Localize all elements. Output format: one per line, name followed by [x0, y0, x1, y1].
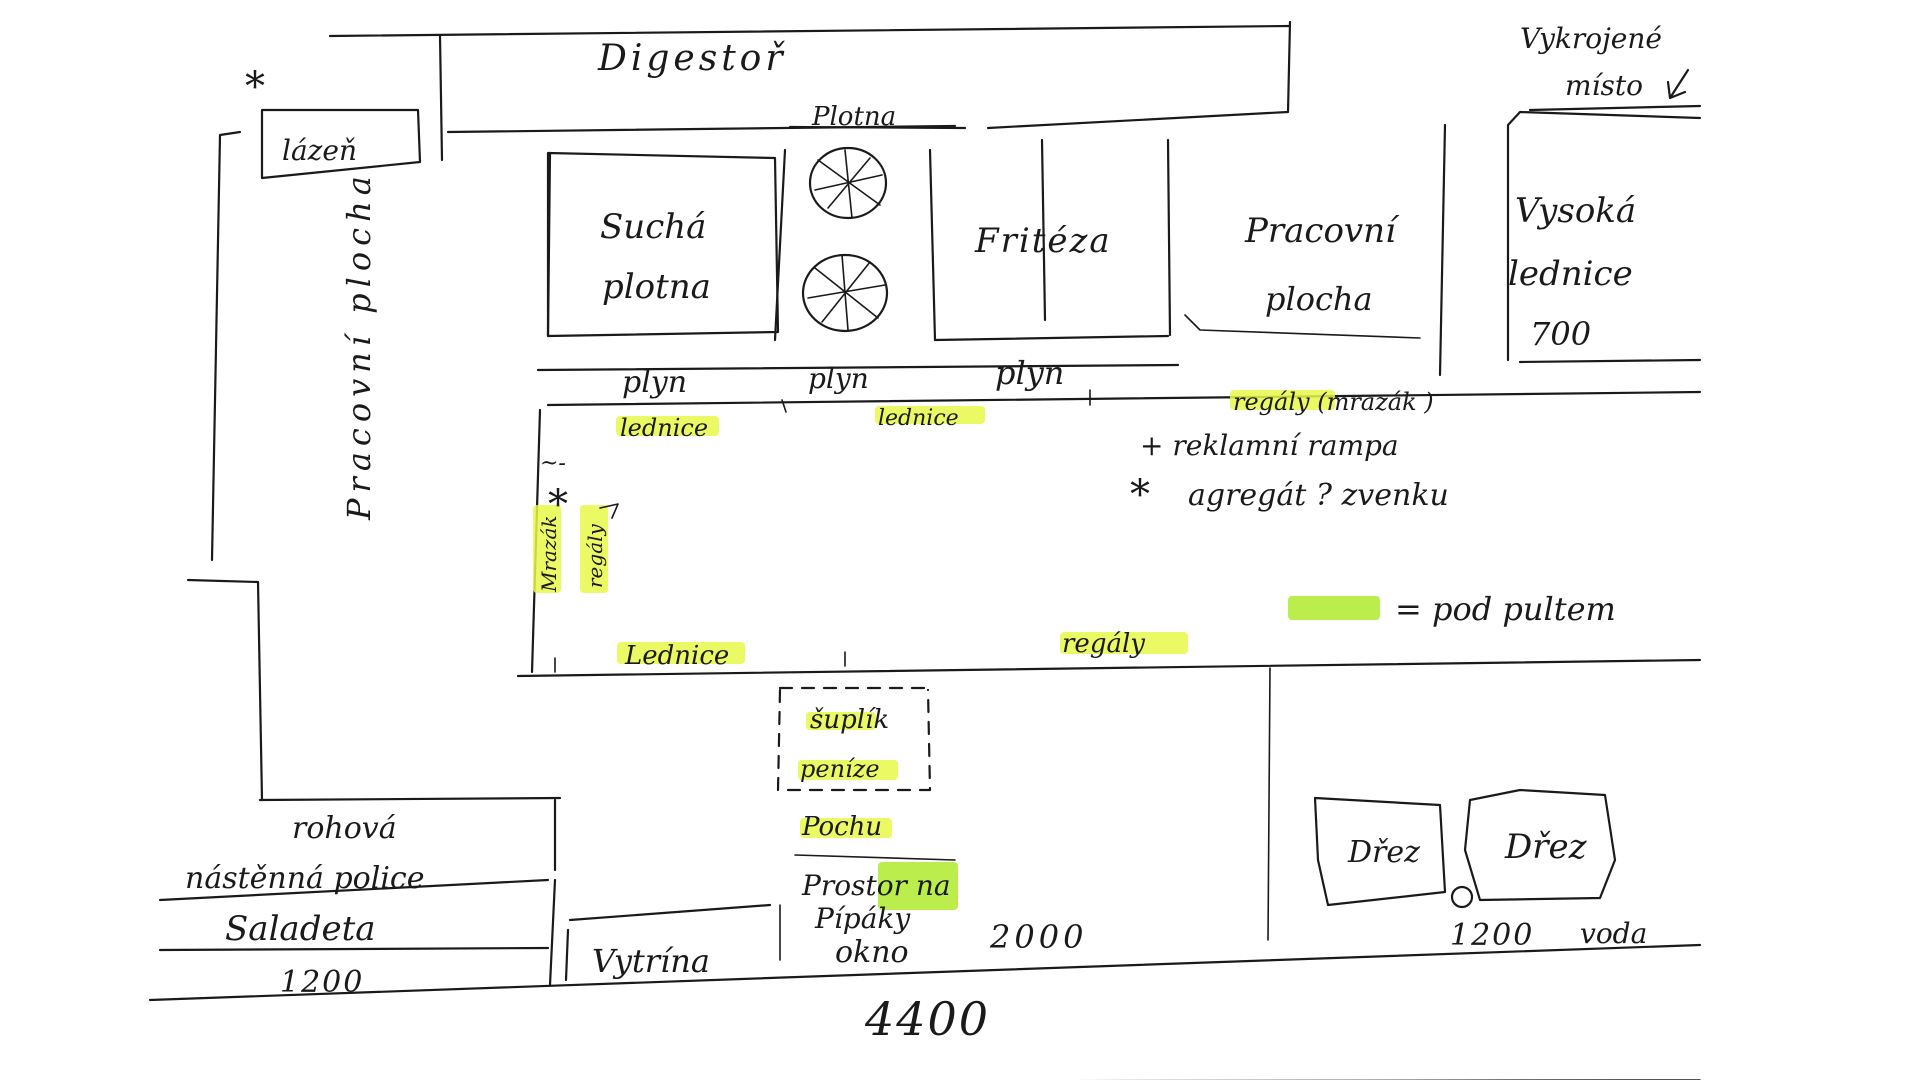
- label-rohova: rohová: [292, 811, 397, 846]
- label-1200-left: 1200: [280, 965, 364, 1000]
- sink-outline: [1313, 796, 1447, 907]
- label-lednice-vysoka: lednice: [1508, 254, 1633, 294]
- cash-drawer-box: [776, 686, 932, 792]
- asterisk-mark: *: [245, 64, 265, 110]
- label-mrazak-side: Mrazák: [537, 515, 561, 593]
- label-4400: 4400: [864, 992, 990, 1046]
- label-700: 700: [1530, 315, 1591, 353]
- label-vysoka: Vysoká: [1515, 191, 1636, 231]
- label-okno: okno: [835, 935, 909, 970]
- asterisk-mark: *: [548, 482, 568, 528]
- label-pracovni-plocha-left: Pracovní plocha: [340, 170, 378, 521]
- label-pipaky: Pípáky: [814, 902, 911, 935]
- label-nastenna-police: nástěnná police: [185, 861, 425, 896]
- burner-icon: [801, 253, 889, 333]
- legend-pod-pultem: = pod pultem: [1395, 590, 1616, 628]
- label-vytrina: Vytrína: [592, 942, 710, 980]
- highlight-marks: [533, 390, 1380, 910]
- label-tilde: ~-: [540, 451, 566, 476]
- label-voda: voda: [1580, 917, 1647, 950]
- label-vykrojene: Vykrojené: [1520, 22, 1662, 55]
- label-regaly-bottom: regály: [1062, 629, 1145, 659]
- label-pracovni: Pracovní: [1244, 211, 1400, 251]
- label-plocha: plocha: [1265, 280, 1373, 318]
- label-regaly-mrazak: regály (mrazák ): [1233, 388, 1434, 416]
- burner-icon: [808, 146, 888, 220]
- lazen-box: [260, 108, 422, 180]
- label-sucha: Suchá: [600, 207, 706, 247]
- label-plotna-2: plotna: [602, 267, 711, 307]
- label-plyn-1: plyn: [622, 365, 687, 400]
- label-pochu: Pochu: [801, 812, 882, 842]
- label-digestor: Digestoř: [597, 38, 787, 79]
- wall-lines: [186, 20, 1702, 802]
- label-1200-right: 1200: [1450, 918, 1534, 953]
- label-misto: místo: [1565, 69, 1643, 102]
- asterisk-mark: *: [1130, 472, 1150, 518]
- label-lednice-bottom: Lednice: [624, 641, 729, 671]
- label-reklamni-rampa: + reklamní rampa: [1140, 429, 1399, 462]
- label-2000: 2000: [989, 918, 1087, 956]
- label-penize: peníze: [800, 755, 880, 783]
- arrow-down-left-icon: [1666, 68, 1690, 100]
- label-plotna: Plotna: [811, 102, 896, 132]
- label-plyn-2: plyn: [808, 362, 869, 395]
- bottom-left-units: [148, 798, 1702, 1080]
- label-regaly-side: regály: [583, 523, 607, 588]
- top-counter-outline: [536, 125, 1421, 372]
- pipak-zone-outline: [779, 854, 956, 961]
- label-agregat: agregát ? zvenku: [1188, 478, 1449, 513]
- label-lednice-2: lednice: [878, 406, 959, 431]
- water-outlet-icon: [1450, 885, 1474, 909]
- label-saladeta: Saladeta: [225, 909, 376, 949]
- label-lazen: lázeň: [282, 134, 357, 167]
- label-drez-2: Dřez: [1504, 827, 1588, 867]
- arrow-icon: [599, 503, 619, 519]
- label-friteza: Fritéza: [974, 221, 1112, 261]
- label-drez-1: Dřez: [1347, 835, 1420, 870]
- label-suplik: šuplík: [810, 705, 889, 735]
- label-plyn-3: plyn: [995, 354, 1064, 392]
- label-lednice-1: lednice: [620, 414, 708, 442]
- central-island-outline: [516, 389, 1702, 941]
- label-prostor-na: Prostor na: [801, 869, 951, 902]
- sink-outline: [1463, 788, 1617, 902]
